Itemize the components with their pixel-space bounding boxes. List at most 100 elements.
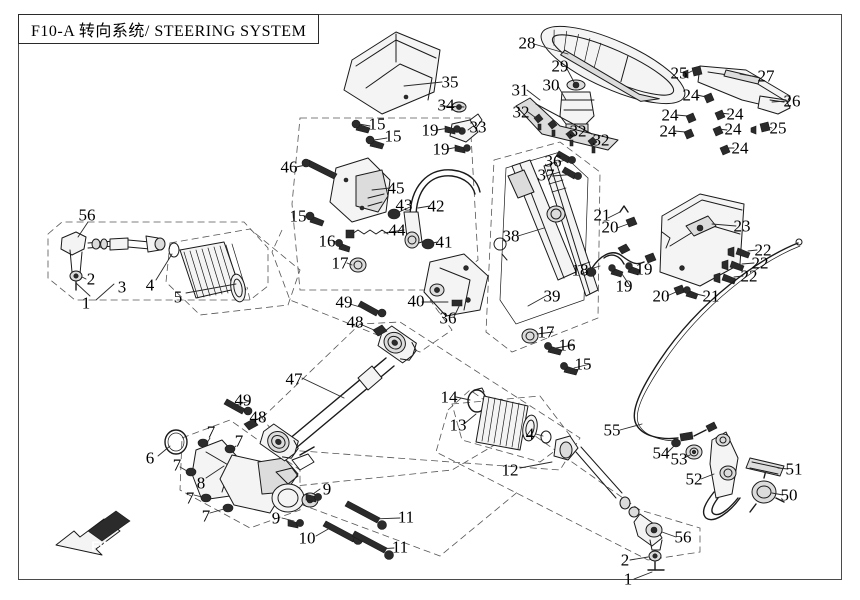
- callout-number: 21: [702, 286, 720, 306]
- callout-number: 20: [601, 217, 619, 237]
- callout-number: 13: [449, 415, 467, 435]
- callout-number: 15: [574, 354, 592, 374]
- callout-number: 19: [615, 276, 633, 296]
- callout-number: 37: [537, 165, 555, 185]
- callout-number: 40: [407, 291, 425, 311]
- callout-number: 14: [440, 387, 458, 407]
- callout-number: 19: [421, 120, 439, 140]
- callout-number: 9: [322, 479, 332, 499]
- page-title: F10-A 转向系统/ STEERING SYSTEM: [31, 23, 307, 40]
- ignition-lock-assembly: [301, 119, 481, 273]
- callout-number: 6: [145, 448, 155, 468]
- callout-number: 35: [441, 72, 459, 92]
- callout-number: 56: [674, 527, 692, 547]
- callout-number: 26: [783, 91, 801, 111]
- column-cover-assembly: [585, 193, 751, 300]
- callout-number: 11: [391, 537, 409, 557]
- callout-number: 32: [569, 121, 587, 141]
- fwd-direction-arrow: [55, 510, 131, 556]
- steering-wheel-assembly: [515, 25, 686, 154]
- callout-number: 8: [196, 473, 206, 493]
- callout-number: 32: [592, 130, 610, 150]
- right-tie-rod-assembly: [467, 387, 665, 571]
- fwd-label: FWD: [91, 538, 121, 554]
- callout-number: 4: [525, 424, 535, 444]
- callout-number: 49: [335, 292, 353, 312]
- callout-number: 47: [285, 369, 303, 389]
- callout-number: 34: [437, 95, 455, 115]
- callout-number: 45: [387, 178, 405, 198]
- callout-number: 1: [623, 569, 633, 589]
- callout-number: 25: [670, 63, 688, 83]
- callout-number: 52: [685, 469, 703, 489]
- callout-number: 17: [537, 322, 555, 342]
- callout-number: 7: [172, 455, 182, 475]
- callout-number: 24: [731, 138, 749, 158]
- callout-number: 49: [234, 390, 252, 410]
- callout-number: 24: [726, 104, 744, 124]
- callout-number: 12: [501, 460, 519, 480]
- callout-number: 19: [432, 139, 450, 159]
- callout-number: 41: [435, 232, 453, 252]
- callout-number: 24: [724, 119, 742, 139]
- callout-number: 36: [439, 308, 457, 328]
- callout-number: 24: [661, 105, 679, 125]
- intermediate-shaft-assembly: [223, 300, 417, 462]
- callout-number: 29: [551, 56, 569, 76]
- callout-number: 7: [201, 506, 211, 526]
- callout-number: 31: [511, 80, 529, 100]
- callout-number: 16: [318, 231, 336, 251]
- steering-gearbox-assembly: [164, 429, 394, 560]
- callout-number: 33: [469, 117, 487, 137]
- callout-number: 16: [558, 335, 576, 355]
- callout-number: 22: [754, 240, 772, 260]
- callout-number: 5: [173, 287, 183, 307]
- callout-number: 17: [331, 253, 349, 273]
- callout-number: 23: [733, 216, 751, 236]
- throttle-cable: [633, 238, 803, 442]
- callout-number: 30: [542, 75, 560, 95]
- callout-number: 9: [271, 508, 281, 528]
- side-trim-panel-assembly: [682, 65, 791, 156]
- callout-number: 15: [368, 114, 386, 134]
- callout-number: 43: [395, 195, 413, 215]
- callout-number: 21: [593, 205, 611, 225]
- callout-number: 1: [81, 293, 91, 313]
- callout-number: 24: [659, 121, 677, 141]
- diagram-border: [18, 14, 842, 580]
- callout-number: 19: [635, 259, 653, 279]
- callout-number: 20: [652, 286, 670, 306]
- callout-number: 53: [670, 449, 688, 469]
- callout-number: 22: [740, 266, 758, 286]
- callout-number: 32: [512, 102, 530, 122]
- callout-number: 54: [652, 443, 670, 463]
- callout-number: 55: [603, 420, 621, 440]
- callout-number: 48: [346, 312, 364, 332]
- callout-number: 39: [543, 286, 561, 306]
- callout-number: 22: [751, 253, 769, 273]
- callout-number: 11: [397, 507, 415, 527]
- callout-number: 2: [86, 269, 96, 289]
- left-tie-rod-assembly: [60, 231, 247, 303]
- callout-number: 3: [117, 277, 127, 297]
- callout-number: 38: [502, 226, 520, 246]
- callout-number: 36: [544, 151, 562, 171]
- callout-number: 2: [620, 550, 630, 570]
- callout-number: 46: [280, 157, 298, 177]
- upper-cover-assembly: [343, 31, 483, 154]
- pedal-assembly: [671, 431, 785, 521]
- callout-number: 48: [249, 407, 267, 427]
- callout-number: 44: [388, 220, 406, 240]
- callout-number: 27: [757, 66, 775, 86]
- callout-number: 15: [384, 126, 402, 146]
- callout-number: 10: [298, 528, 316, 548]
- callout-number: 25: [769, 118, 787, 138]
- callout-number: 7: [185, 488, 195, 508]
- callout-number: 15: [289, 206, 307, 226]
- callout-number: 56: [78, 205, 96, 225]
- callout-number: 4: [145, 275, 155, 295]
- diagram-title-box: F10-A 转向系统/ STEERING SYSTEM: [18, 14, 320, 44]
- callout-number: 51: [785, 459, 803, 479]
